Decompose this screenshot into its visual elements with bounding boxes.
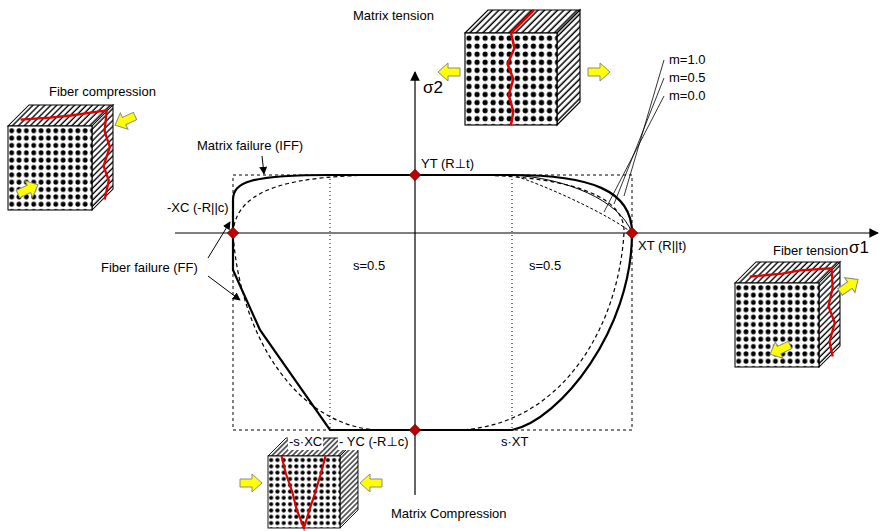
strength-label: s·XT	[500, 434, 529, 450]
solid-envelope	[233, 175, 632, 430]
cube-label: Fiber compression	[48, 84, 157, 100]
load-arrow	[111, 108, 139, 134]
matrix-compression-cube	[268, 438, 358, 528]
parameter-label: s=0.5	[528, 258, 562, 274]
fiber-tension-cube	[735, 262, 840, 367]
cube-label: Matrix Compression	[390, 506, 508, 522]
load-arrow	[14, 177, 42, 203]
region-label: Matrix failure (IFF)	[196, 138, 304, 154]
sigma1-axis	[175, 232, 878, 233]
parameter-label: m=1.0	[668, 52, 707, 68]
strength-label: -XC (-R||c)	[166, 200, 230, 216]
load-arrow	[588, 63, 610, 81]
parameter-label: m=0.0	[668, 88, 707, 104]
strength-label: YT (R⊥t)	[420, 156, 475, 172]
load-arrow	[835, 272, 863, 299]
strength-label: -s·XC	[288, 434, 323, 450]
leader-line	[614, 78, 664, 204]
strength-point	[227, 169, 637, 435]
bounding-rectangle	[233, 175, 632, 430]
parameter-label: s=0.5	[352, 258, 386, 274]
s-line	[512, 175, 513, 430]
load-arrow	[766, 337, 794, 363]
load-arrow	[240, 474, 262, 492]
cube-label: Fiber tension	[772, 243, 849, 259]
axis-label: σ2	[422, 78, 444, 98]
leader-arrow	[208, 276, 240, 300]
load-arrow	[360, 474, 382, 492]
region-label: Fiber failure (FF)	[100, 260, 199, 276]
cube-label: Matrix tension	[352, 8, 435, 24]
leader-arrow	[262, 156, 264, 174]
leader-line	[604, 96, 664, 212]
fiber-compression-cube	[8, 105, 113, 210]
s-line	[330, 175, 331, 430]
strength-label: - YC (-R⊥c)	[338, 434, 410, 450]
leader-arrow	[208, 222, 230, 258]
dashed-envelope	[233, 175, 624, 430]
axis-label: σ1	[848, 238, 870, 258]
parameter-label: m=0.5	[668, 70, 707, 86]
strength-label: XT (R||t)	[637, 238, 687, 254]
matrix-tension-cube	[465, 10, 580, 125]
